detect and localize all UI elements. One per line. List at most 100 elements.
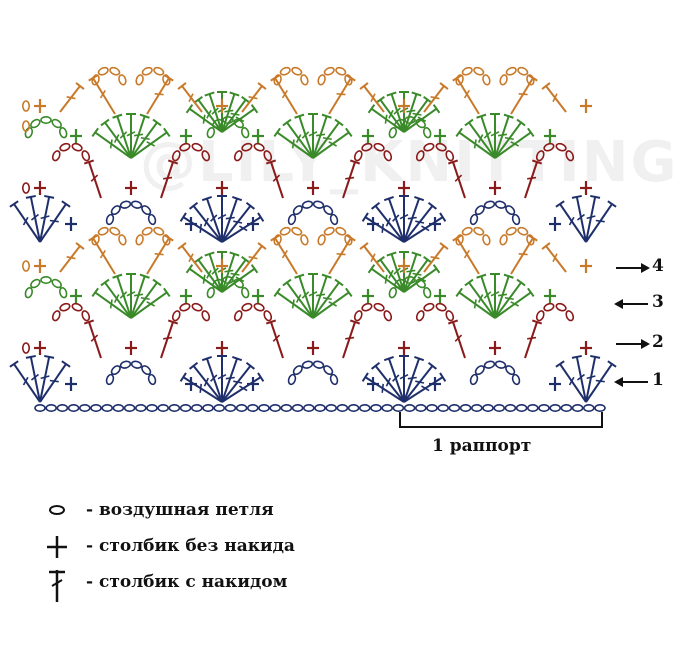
chain-stitch	[51, 150, 61, 162]
double-crochet-stitch	[257, 242, 267, 250]
double-crochet-stitch	[281, 89, 288, 99]
chain-stitch	[280, 403, 293, 412]
chain-stitch	[474, 365, 485, 376]
chain-stitch	[493, 403, 506, 412]
double-crochet-stitch	[423, 245, 445, 273]
double-crochet-stitch	[607, 200, 617, 208]
double-crochet-stitch	[9, 200, 19, 208]
double-crochet-stitch	[273, 287, 281, 298]
chain-stitch	[469, 213, 479, 226]
double-crochet-stitch	[294, 273, 305, 279]
double-crochet-stitch	[192, 365, 223, 403]
double-crochet-stitch	[545, 245, 567, 273]
double-crochet-stitch	[22, 216, 29, 226]
double-crochet-stitch	[44, 354, 55, 359]
chain-stitch	[312, 360, 325, 369]
double-crochet-stitch	[388, 358, 405, 403]
chain-stitch	[287, 373, 297, 386]
double-crochet-stitch	[39, 356, 51, 403]
double-crochet-stitch	[245, 361, 255, 370]
double-crochet-stitch	[88, 321, 102, 359]
chain-stitch	[515, 403, 528, 412]
double-crochet-stitch	[524, 161, 538, 199]
double-crochet-stitch	[88, 161, 102, 199]
double-crochet-stitch	[375, 255, 385, 264]
chain-stitch	[473, 226, 485, 236]
chain-stitch	[344, 234, 353, 246]
double-crochet-stitch	[468, 121, 496, 159]
double-crochet-stitch	[371, 361, 381, 370]
double-crochet-icon	[49, 570, 65, 602]
chain-stitch	[81, 150, 91, 162]
double-crochet-stitch	[385, 217, 391, 227]
double-crochet-stitch	[235, 276, 245, 283]
chain-stitch	[191, 403, 203, 412]
chain-stitch	[212, 278, 223, 289]
double-crochet-stitch	[480, 275, 496, 319]
double-crochet-stitch	[575, 196, 587, 243]
double-crochet-stitch	[133, 293, 144, 297]
chain-stitch	[511, 213, 521, 226]
double-crochet-stitch	[322, 136, 332, 141]
double-crochet-stitch	[270, 161, 284, 199]
double-crochet-stitch	[494, 115, 510, 159]
double-crochet-stitch	[146, 237, 170, 275]
double-crochet-stitch	[230, 112, 240, 116]
double-crochet-stitch	[133, 133, 144, 137]
chain-stitch	[147, 213, 157, 226]
double-crochet-stitch	[415, 380, 425, 384]
double-crochet-stitch	[312, 115, 328, 159]
double-crochet-stitch	[248, 256, 258, 260]
chain-stitch	[543, 142, 555, 152]
double-crochet-stitch	[590, 354, 601, 359]
chain-stitch	[241, 287, 250, 299]
chain-stitch	[90, 403, 102, 412]
chain-stitch	[263, 310, 273, 322]
chain-stitch	[241, 127, 250, 139]
chain-stitch	[109, 226, 121, 236]
chain-stitch	[130, 200, 143, 209]
chain-stitch	[483, 360, 496, 369]
chain-stitch	[110, 205, 121, 216]
double-crochet-stitch	[494, 281, 522, 319]
chain-stitch	[222, 275, 234, 284]
double-crochet-stitch	[25, 194, 36, 199]
chain-stitch	[415, 310, 425, 322]
double-crochet-stitch	[406, 109, 416, 113]
double-crochet-stitch	[239, 385, 248, 392]
double-crochet-stitch	[291, 139, 295, 149]
double-crochet-stitch	[265, 159, 277, 165]
chain-stitch	[233, 150, 243, 162]
double-crochet-stitch	[476, 113, 487, 119]
double-crochet-stitch	[265, 319, 277, 325]
double-crochet-stitch	[59, 245, 81, 273]
chain-stitch	[459, 403, 472, 412]
double-crochet-stitch	[590, 194, 601, 199]
chain-stitch	[51, 118, 62, 129]
double-crochet-stitch	[229, 91, 240, 97]
double-crochet-stitch	[274, 237, 298, 275]
chain-stitch	[469, 373, 479, 386]
double-crochet-stitch	[185, 264, 194, 274]
double-crochet-stitch	[233, 380, 243, 384]
double-crochet-stitch	[179, 212, 187, 222]
chain-stitch	[526, 403, 539, 412]
double-crochet-stitch	[140, 296, 150, 301]
double-crochet-stitch	[312, 291, 350, 319]
double-crochet-stitch	[22, 376, 29, 386]
double-crochet-stitch	[188, 253, 194, 263]
double-crochet-stitch	[100, 278, 110, 287]
row-2-arrow	[616, 339, 650, 349]
chain-stitch	[59, 302, 71, 312]
double-crochet-stitch	[585, 363, 613, 403]
double-crochet-stitch	[455, 127, 463, 138]
chain-stitch	[40, 116, 52, 125]
double-crochet-stitch	[163, 287, 171, 298]
chain-stitch	[353, 150, 363, 162]
double-crochet-stitch	[371, 201, 381, 210]
chain-stitch	[301, 360, 314, 369]
chain-stitch	[314, 403, 326, 412]
double-crochet-stitch	[231, 355, 243, 362]
double-crochet-stitch	[510, 77, 534, 115]
double-crochet-stitch	[403, 358, 420, 403]
